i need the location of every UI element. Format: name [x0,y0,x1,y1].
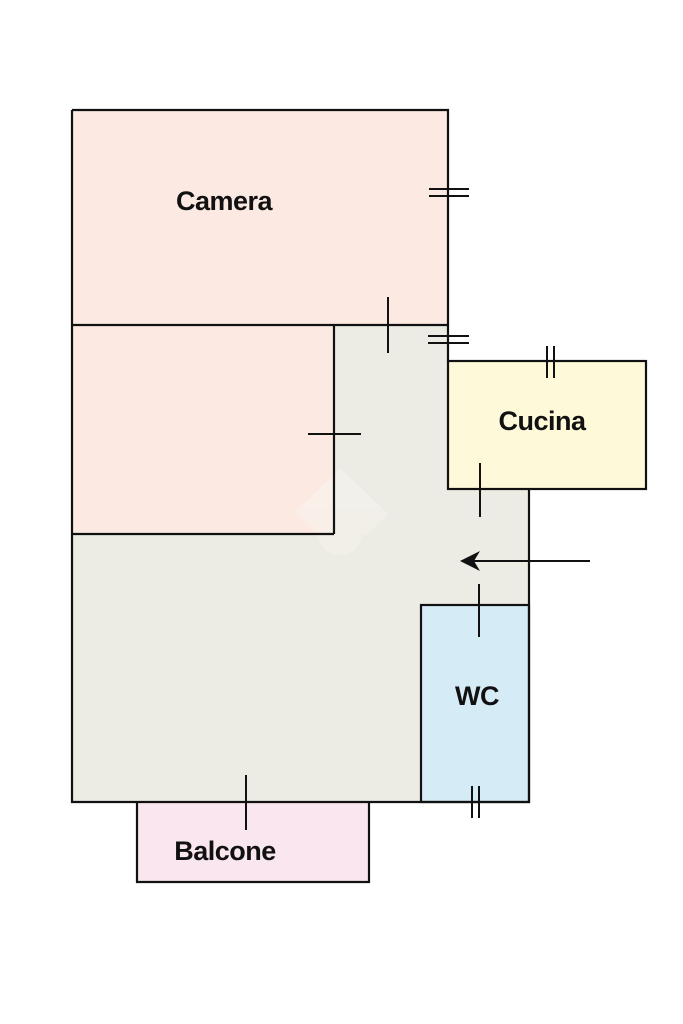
room-camera [72,110,448,325]
room-wc [421,605,529,802]
window-camera [429,188,469,197]
window-wc [471,786,480,818]
label-cucina: Cucina [498,406,587,436]
room-second-bedroom [72,325,334,534]
window-markers [428,188,555,818]
walls [70,108,648,884]
room-balcone [137,802,369,882]
room-living [72,325,529,802]
door-markers [245,297,481,830]
logo-watermark [295,468,388,555]
label-camera: Camera [176,186,274,216]
window-cucina [546,346,555,378]
arrow-left-icon [460,551,590,571]
label-wc: WC [455,681,499,711]
window-living [428,335,469,344]
label-balcone: Balcone [174,836,276,866]
